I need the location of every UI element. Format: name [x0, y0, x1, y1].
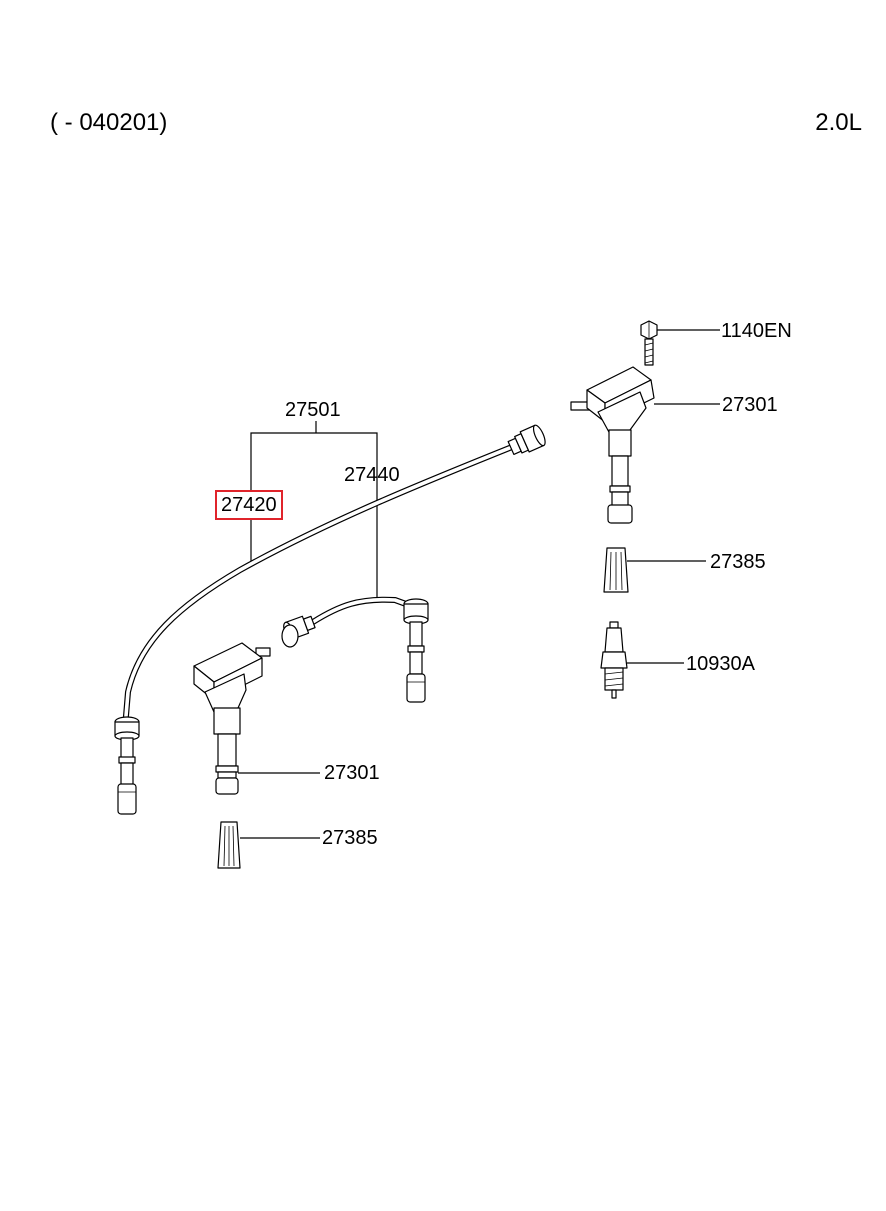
callout-1140en: 1140EN: [721, 320, 792, 342]
callout-27440: 27440: [344, 464, 400, 486]
callout-27420-highlighted[interactable]: 27420: [215, 490, 283, 520]
boot-right: [603, 547, 629, 593]
long-ignition-cable: [114, 424, 546, 815]
callout-27301-left: 27301: [324, 762, 380, 784]
callout-27385-right: 27385: [710, 551, 766, 573]
bolt-part: [640, 320, 658, 366]
spark-plug: [600, 621, 628, 699]
callout-10930a: 10930A: [686, 653, 755, 675]
boot-left: [217, 821, 241, 869]
callout-27385-left: 27385: [322, 827, 378, 849]
date-range-label: ( - 040201): [50, 109, 168, 136]
engine-size-label: 2.0L: [815, 109, 862, 136]
ignition-coil-left: [193, 642, 271, 795]
callout-27501: 27501: [285, 399, 341, 421]
short-ignition-cable: [281, 596, 429, 703]
callout-27301-right: 27301: [722, 394, 778, 416]
ignition-coil-right: [570, 366, 655, 524]
